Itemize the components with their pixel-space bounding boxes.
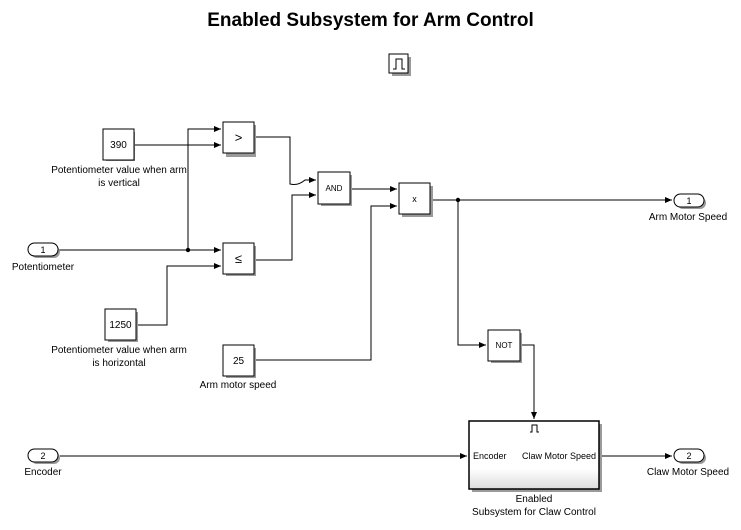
enabled-subsystem-block[interactable]: Encoder Claw Motor Speed bbox=[468, 420, 602, 492]
subsystem-label-line2: Subsystem for Claw Control bbox=[472, 507, 596, 518]
constant-25-label: Arm motor speed bbox=[200, 380, 277, 391]
less-equal-symbol: ≤ bbox=[235, 251, 242, 266]
and-block[interactable]: AND bbox=[317, 171, 352, 206]
constant-390-label-line2: is vertical bbox=[98, 178, 140, 189]
outport-2-label: Claw Motor Speed bbox=[647, 467, 729, 478]
diagram-title: Enabled Subsystem for Arm Control bbox=[207, 10, 534, 31]
constant-1250-label-line2: is horizontal bbox=[92, 358, 145, 369]
subsystem-label-line1: Enabled bbox=[516, 494, 553, 505]
branch-point bbox=[185, 247, 191, 253]
inport-1[interactable]: 1 bbox=[27, 242, 60, 258]
outport-2-number: 2 bbox=[686, 451, 691, 461]
wire-not-to-enable bbox=[520, 344, 537, 419]
constant-25-value: 25 bbox=[233, 356, 245, 367]
outport-1-number: 1 bbox=[686, 196, 691, 206]
not-label: NOT bbox=[496, 341, 513, 350]
enable-block[interactable] bbox=[388, 53, 411, 76]
wire-1250-to-lessequal bbox=[136, 263, 221, 326]
outport-1[interactable]: 1 bbox=[673, 193, 706, 209]
inport-2-label: Encoder bbox=[24, 467, 62, 478]
outport-2[interactable]: 2 bbox=[673, 448, 706, 464]
less-equal-block[interactable]: ≤ bbox=[222, 242, 256, 276]
constant-390-value: 390 bbox=[110, 140, 127, 151]
wire-lessequal-to-and bbox=[254, 192, 316, 261]
constant-block-25[interactable]: 25 bbox=[222, 344, 256, 378]
greater-than-block[interactable]: > bbox=[222, 121, 256, 157]
constant-block-390[interactable]: 390 bbox=[102, 128, 135, 161]
wire-branch-to-not bbox=[457, 200, 486, 348]
inport-2[interactable]: 2 bbox=[27, 448, 60, 464]
and-label: AND bbox=[326, 184, 343, 193]
subsystem-output-port-label: Claw Motor Speed bbox=[522, 451, 596, 461]
signal-lines bbox=[58, 126, 672, 459]
pulse-enable-icon bbox=[393, 58, 405, 70]
wire-greater-to-and bbox=[254, 136, 316, 185]
wire-25-to-product bbox=[256, 203, 397, 361]
product-block[interactable]: x bbox=[398, 182, 433, 217]
product-symbol: x bbox=[412, 194, 417, 204]
constant-block-1250[interactable]: 1250 bbox=[104, 308, 138, 342]
subsystem-enable-icon bbox=[530, 424, 539, 433]
constant-1250-value: 1250 bbox=[109, 320, 132, 331]
greater-than-symbol: > bbox=[235, 130, 243, 145]
constant-390-label-line1: Potentiometer value when arm bbox=[51, 165, 187, 176]
subsystem-input-port-label: Encoder bbox=[473, 451, 507, 461]
constant-1250-label-line1: Potentiometer value when arm bbox=[51, 345, 187, 356]
not-block[interactable]: NOT bbox=[487, 329, 522, 363]
inport-1-number: 1 bbox=[40, 245, 45, 255]
wire-branch-to-greater bbox=[187, 126, 221, 250]
outport-1-label: Arm Motor Speed bbox=[649, 212, 727, 223]
inport-1-label: Potentiometer bbox=[12, 262, 75, 273]
inport-2-number: 2 bbox=[40, 451, 45, 461]
